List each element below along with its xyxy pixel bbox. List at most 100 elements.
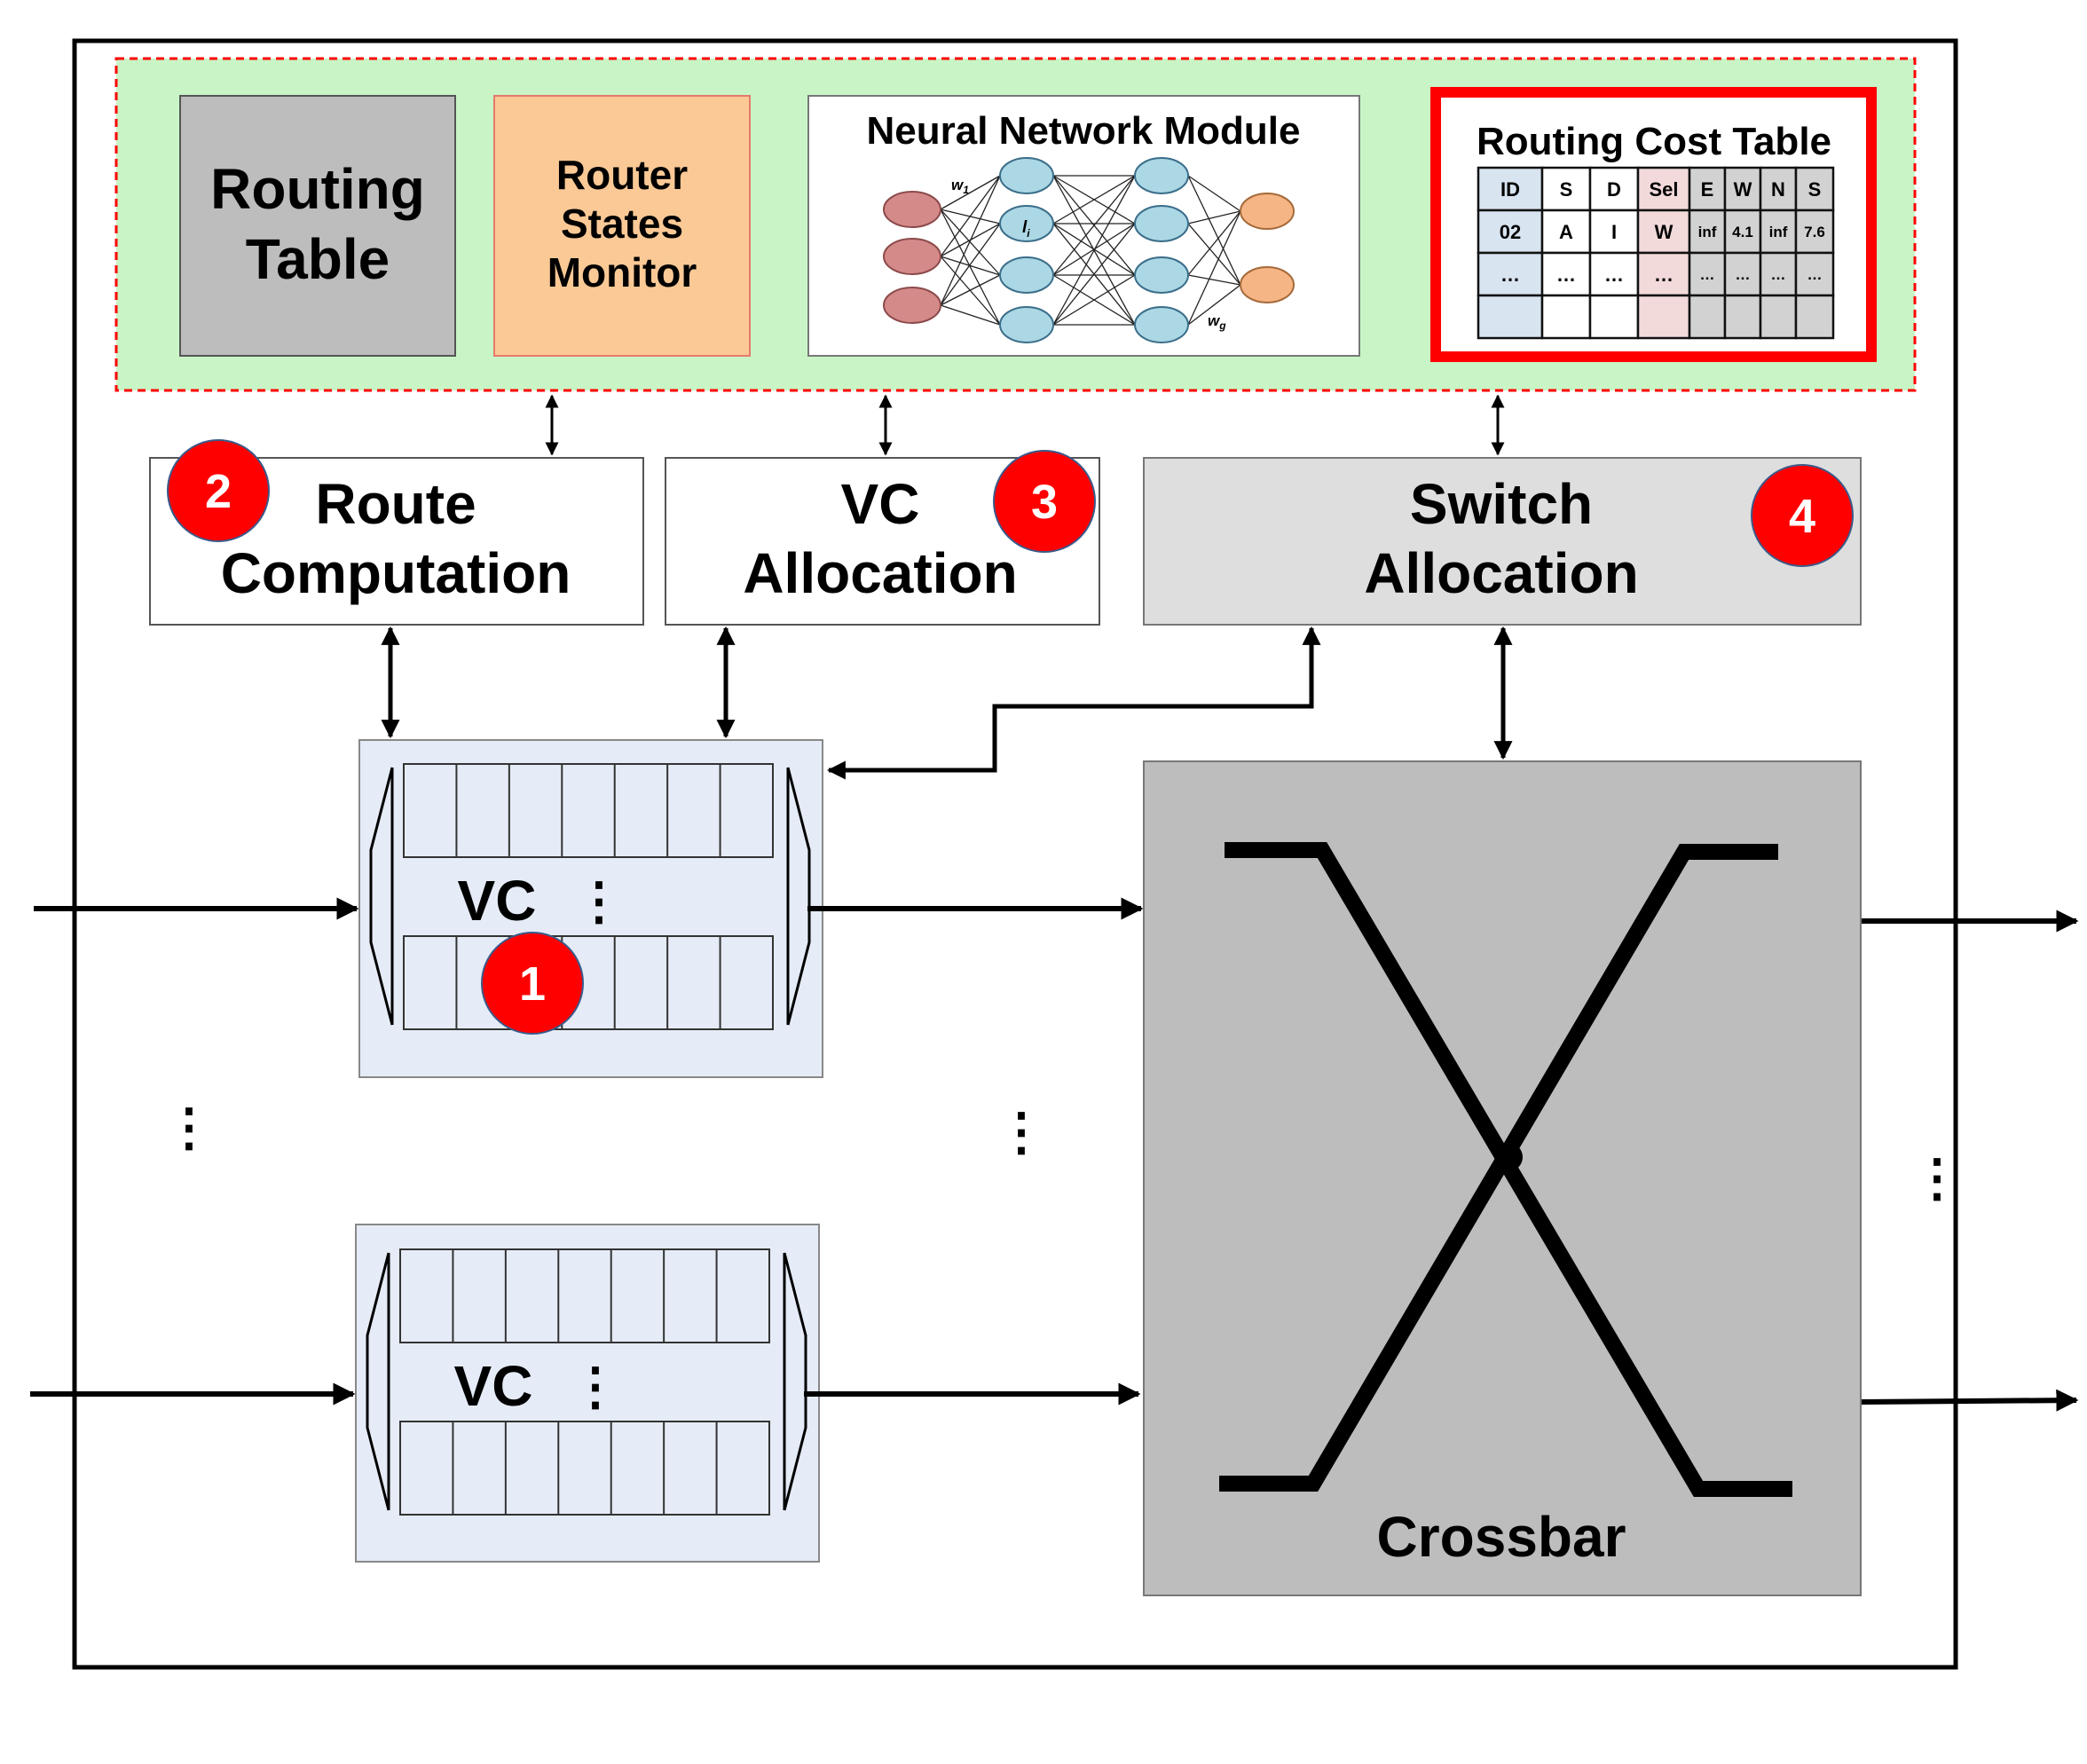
nn-hidden-node — [999, 157, 1054, 194]
route-computation-box: Route Computation 2 — [149, 439, 644, 626]
weight-label-mid: li — [1022, 218, 1030, 240]
routing-cost-table-title: Routing Cost Table — [1477, 120, 1831, 163]
vc-label-1: VC — [458, 869, 537, 933]
nn-connection — [940, 223, 1001, 306]
cost-table-cell — [1588, 294, 1640, 340]
switch-allocation-label-2: Allocation — [1364, 541, 1638, 605]
cost-table-value: W — [1655, 221, 1674, 243]
nn-hidden-node — [999, 306, 1054, 343]
cost-table-value: 7.6 — [1804, 224, 1825, 240]
nn-connection — [1052, 274, 1136, 326]
cost-table-header: ID — [1500, 178, 1520, 201]
cost-table-value: … — [1654, 264, 1674, 286]
vc-label-2: VC — [454, 1354, 533, 1418]
nn-connection — [940, 175, 1001, 306]
cost-table-value: … — [1700, 266, 1715, 283]
ellipsis-outputs: ⋮ — [1911, 1149, 1963, 1207]
vc-queue-bottom — [403, 935, 774, 1030]
badge-4-label: 4 — [1789, 490, 1815, 543]
nn-connection — [1187, 210, 1241, 326]
nn-connection — [940, 274, 1001, 306]
nn-hidden-node — [1134, 306, 1189, 343]
cost-table-cell — [1477, 294, 1544, 340]
cost-table-value: I — [1611, 221, 1617, 243]
cost-table-value: … — [1736, 266, 1751, 283]
cost-table-header: W — [1734, 178, 1752, 201]
cost-table-value: A — [1559, 221, 1573, 243]
nn-connection — [940, 256, 1001, 276]
vc-allocation-box: VC Allocation 3 — [665, 450, 1100, 626]
vc-queue-frame — [399, 1421, 770, 1516]
nn-connection — [1187, 210, 1241, 224]
route-computation-label-2: Computation — [221, 541, 571, 605]
nn-input-node — [883, 287, 941, 324]
cost-table-cell — [1540, 294, 1592, 340]
cost-table-cell — [1759, 294, 1798, 340]
cost-table-value: 4.1 — [1732, 224, 1753, 240]
crossbar-label: Crossbar — [1377, 1505, 1626, 1569]
cost-table-value: 02 — [1500, 221, 1521, 243]
badge-1-label: 1 — [519, 957, 546, 1011]
cost-table-cell — [1723, 294, 1762, 340]
nn-output-node — [1240, 193, 1295, 230]
cost-table-value: … — [1807, 266, 1823, 283]
badge-3-label: 3 — [1031, 476, 1058, 529]
output-demux-1 — [786, 767, 811, 1026]
nn-connection — [1187, 223, 1241, 286]
nn-output-node — [1240, 266, 1295, 303]
cost-table-value: … — [1604, 264, 1624, 286]
cost-table-value: … — [1771, 266, 1786, 283]
routing-table-label-1: Routing — [210, 157, 425, 221]
vc-allocation-label-2: Allocation — [743, 541, 1017, 605]
output-arrow-2 — [1860, 1389, 2079, 1412]
vc-allocation-label-1: VC — [841, 472, 920, 536]
nn-input-node — [883, 238, 941, 275]
switch-allocation-box: Switch Allocation 4 — [1143, 457, 1862, 626]
badge-2 — [167, 439, 270, 542]
router-states-monitor-box: Router States Monitor — [493, 95, 751, 357]
cost-table-cell — [1794, 209, 1835, 255]
nn-hidden-node — [1134, 256, 1189, 294]
cost-table-cell — [1636, 294, 1691, 340]
nn-connection — [940, 304, 1001, 326]
badge-2-label: 2 — [205, 465, 232, 518]
neural-network-module: Neural Network Module w1 li wg — [807, 95, 1360, 357]
nn-connection — [1187, 175, 1241, 212]
arrow-switch-buffer — [826, 626, 1321, 780]
switch-allocation-label-1: Switch — [1410, 472, 1593, 536]
badge-4 — [1751, 464, 1854, 567]
input-buffer-2: VC ⋮ — [355, 1224, 820, 1563]
routing-table-box: Routing Table — [179, 95, 456, 357]
cost-table-cell — [1588, 209, 1640, 255]
cost-table-cell — [1688, 166, 1727, 212]
cost-table-cell — [1794, 166, 1835, 212]
output-demux-2 — [783, 1252, 807, 1511]
nn-connection — [940, 209, 1001, 326]
neural-network-connections — [940, 175, 1241, 326]
cost-table-cell — [1794, 294, 1835, 340]
crossbar: Crossbar — [1143, 760, 1862, 1596]
cost-table-cell — [1688, 209, 1727, 255]
nn-hidden-node — [1134, 157, 1189, 194]
crossbar-path-b — [1219, 844, 1778, 1492]
cost-table-value: … — [1500, 264, 1520, 286]
vc-queue-bottom — [399, 1421, 770, 1516]
route-computation-label-1: Route — [315, 472, 476, 536]
nn-connection — [1187, 284, 1241, 326]
cost-table-cell — [1723, 209, 1762, 255]
crossbar-junction — [1494, 1143, 1523, 1171]
nn-input-node — [883, 191, 941, 228]
cost-table-header: E — [1701, 178, 1714, 201]
router-states-label-2: States — [561, 201, 683, 247]
cost-table-header: S — [1560, 178, 1573, 201]
cost-table-value: inf — [1698, 224, 1717, 240]
weight-label-first: w1 — [951, 177, 969, 196]
nn-hidden-node — [999, 205, 1054, 242]
nn-connection — [1187, 175, 1241, 286]
nn-connection — [940, 209, 1001, 276]
router-states-label-1: Router — [556, 152, 688, 198]
neural-network-nodes — [883, 157, 1295, 343]
cost-table-cell — [1477, 209, 1544, 255]
cost-table-header: Sel — [1649, 178, 1678, 201]
